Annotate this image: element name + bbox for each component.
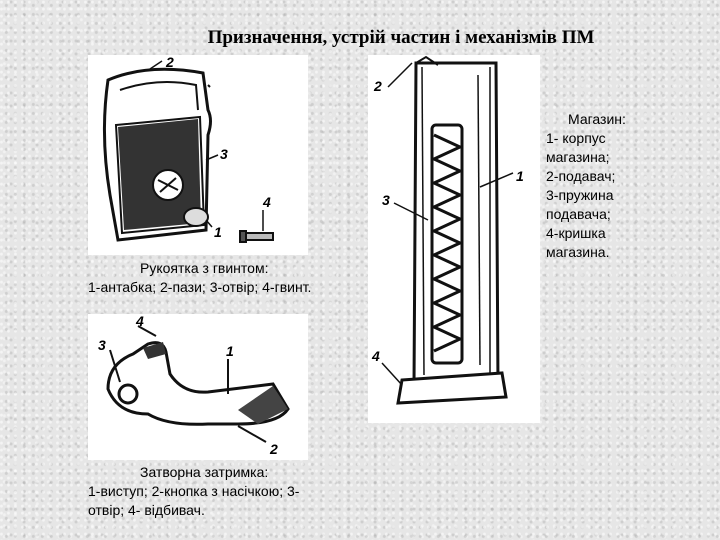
slide-stop-caption-body: 1-виступ; 2-кнопка з насічкою; 3-отвір; … (88, 483, 300, 518)
slide-stop-label-1: 1 (226, 343, 234, 359)
grip-label-3: 3 (220, 146, 228, 162)
slide-stop-label-4: 4 (135, 314, 144, 329)
grip-caption-body: 1-антабка; 2-пази; 3-отвір; 4-гвинт. (88, 279, 312, 295)
grip-label-4: 4 (262, 194, 271, 210)
magazine-item-1: 1- корпус магазина; (546, 130, 610, 165)
slide-stop-drawing: 4 3 1 2 (98, 314, 290, 457)
magazine-caption: Магазин: 1- корпус магазина; 2-подавач; … (546, 110, 656, 262)
magazine-label-3: 3 (382, 192, 390, 208)
magazine-label-2: 2 (373, 78, 382, 94)
grip-label-2: 2 (165, 55, 174, 70)
slide-stop-caption: Затворна затримка: 1-виступ; 2-кнопка з … (88, 463, 328, 520)
grip-drawing: 2 3 4 1 (102, 55, 274, 243)
magazine-drawing: 2 3 1 4 (371, 55, 524, 405)
slide-stop-caption-title: Затворна затримка: (140, 464, 269, 480)
slide-stop-diagram-panel: 4 3 1 2 (88, 314, 308, 460)
magazine-label-1: 1 (516, 168, 524, 184)
slide-stop-label-2: 2 (269, 441, 278, 457)
grip-label-1: 1 (214, 224, 222, 240)
magazine-diagram-panel: 2 3 1 4 (368, 55, 540, 423)
magazine-item-4: 4-кришка магазина. (546, 225, 610, 260)
magazine-item-3: 3-пружина подавача; (546, 187, 614, 222)
magazine-caption-title: Магазин: (568, 111, 626, 127)
grip-caption-title: Рукоятка з гвинтом: (140, 260, 269, 276)
magazine-label-4: 4 (371, 348, 380, 364)
slide-stop-label-3: 3 (98, 337, 106, 353)
grip-diagram-panel: 2 3 4 1 (88, 55, 308, 255)
grip-caption: Рукоятка з гвинтом: 1-антабка; 2-пази; 3… (88, 259, 358, 297)
page-title: Призначення, устрій частин і механізмів … (207, 27, 595, 48)
magazine-item-2: 2-подавач; (546, 168, 616, 184)
